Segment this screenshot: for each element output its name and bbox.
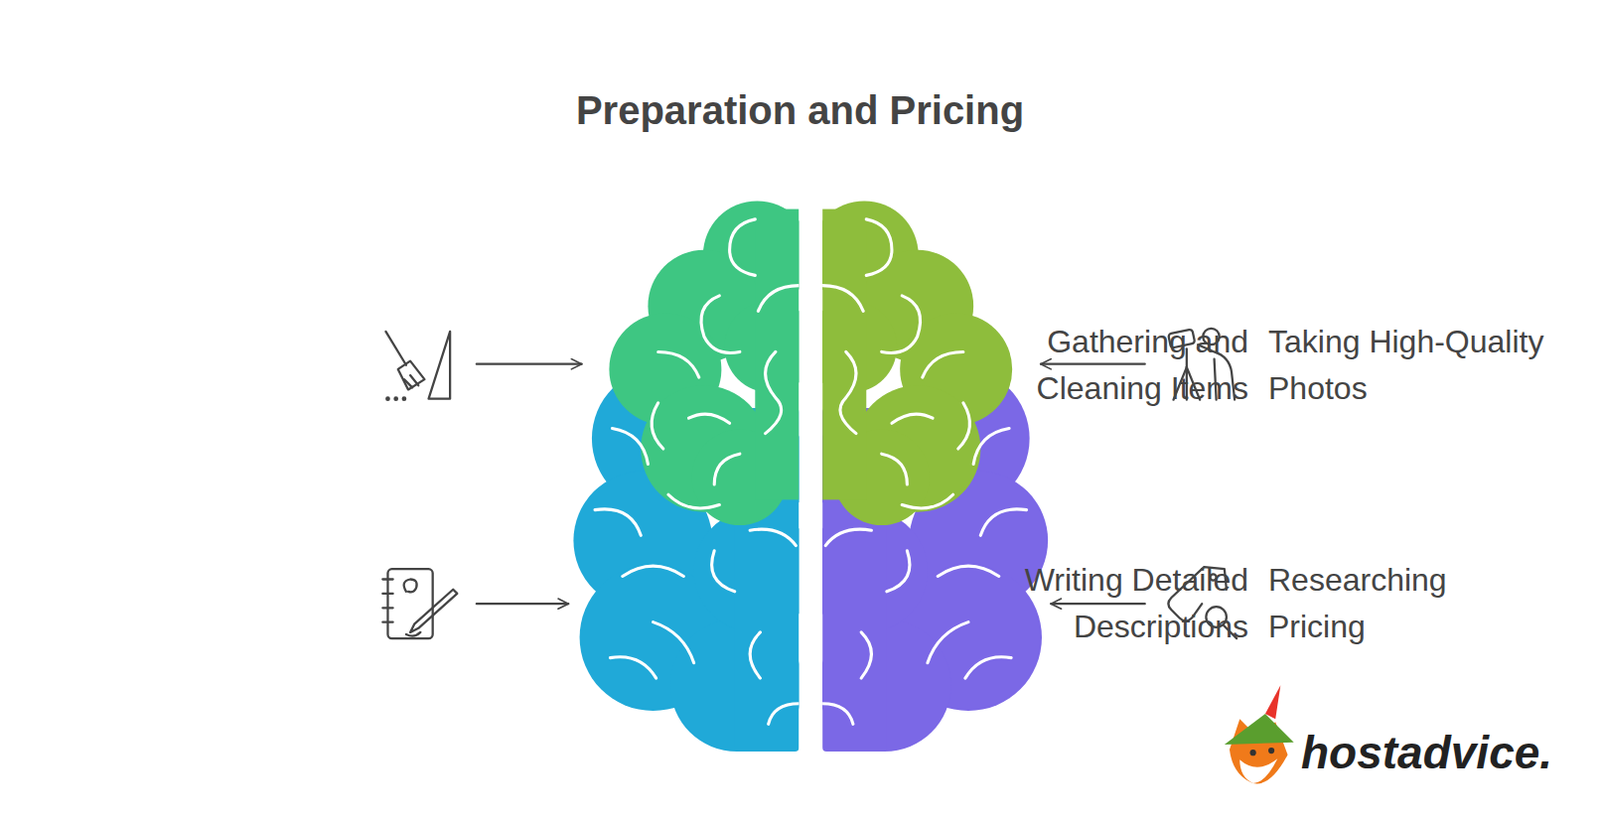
watermark: hostadvice.	[1301, 725, 1590, 781]
step-label: Gathering and Cleaning Items	[930, 318, 1249, 413]
leader-arrow	[1040, 363, 1146, 366]
diagram-title: Preparation and Pricing	[0, 85, 1600, 136]
brain-right-hemisphere	[805, 200, 1048, 752]
brain-left-hemisphere	[573, 200, 816, 752]
hostadvice-logo	[1224, 685, 1295, 784]
leader-arrow	[476, 602, 569, 605]
broom-icon	[385, 331, 450, 401]
leader-arrow	[476, 363, 582, 366]
notebook-icon	[382, 569, 457, 639]
step-label: Researching Pricing	[1268, 557, 1517, 651]
step-label: Taking High-Quality Photos	[1268, 318, 1567, 413]
step-label: Writing Detailed Descriptions	[930, 557, 1249, 651]
leader-arrow	[1050, 602, 1146, 605]
